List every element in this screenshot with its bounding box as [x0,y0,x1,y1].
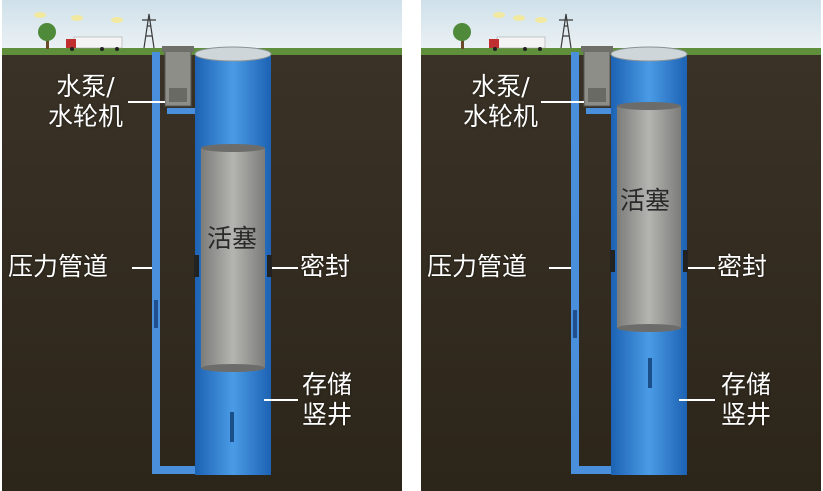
truck-icon [66,36,123,51]
pump-turbine [162,46,194,107]
shaft-label-line2: 竖井 [721,400,772,429]
seal-label: 密封 [300,252,351,281]
sky [2,0,402,55]
tree-icon [453,23,471,49]
shaft-label-line1: 存储 [721,370,772,399]
piston-label: 活塞 [620,186,671,215]
birds [493,12,547,23]
pump-turbine-label: 水泵/ 水轮机 [463,72,538,132]
pump-label-line1: 水泵/ [56,72,115,101]
storage-shaft-label: 存储 竖井 [302,370,352,430]
piston [617,102,681,332]
birds [34,12,123,23]
penstock-label: 压力管道 [8,252,109,281]
power-tower-icon [559,13,573,49]
piston-label: 活塞 [207,224,258,253]
seal-marks [610,250,688,272]
piston [201,144,265,372]
seal-marks [194,255,272,277]
diagram-panel-left: 水泵/ 水轮机 活塞 压力管道 密封 存储 竖井 [2,0,402,491]
leader-lines [128,101,298,401]
shaft-label-line1: 存储 [302,370,353,399]
penstock-pipe [152,52,197,474]
leader-lines [541,101,715,401]
truck-icon [489,36,546,51]
storage-shaft-label: 存储 竖井 [721,370,771,430]
diagram-panel-right: 水泵/ 水轮机 活塞 压力管道 密封 存储 竖井 [421,0,821,491]
tree-icon [38,23,56,49]
pump-label-line2: 水轮机 [48,102,124,131]
shaft-label-line2: 竖井 [302,400,353,429]
penstock-pipe [571,52,616,474]
penstock-label: 压力管道 [427,252,528,281]
sky [421,0,821,55]
scene-right [421,0,821,491]
scene-left [2,0,402,491]
pump-label-line1: 水泵/ [471,72,530,101]
power-tower-icon [142,13,156,49]
pump-turbine [581,46,613,107]
seal-label: 密封 [717,252,768,281]
pump-label-line2: 水轮机 [463,102,539,131]
pump-turbine-label: 水泵/ 水轮机 [48,72,123,132]
